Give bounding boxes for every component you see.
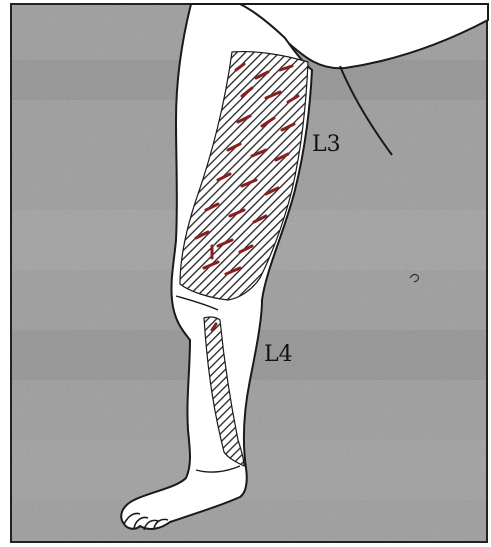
label-l3: L3: [312, 132, 341, 157]
label-l4: L4: [264, 342, 293, 367]
